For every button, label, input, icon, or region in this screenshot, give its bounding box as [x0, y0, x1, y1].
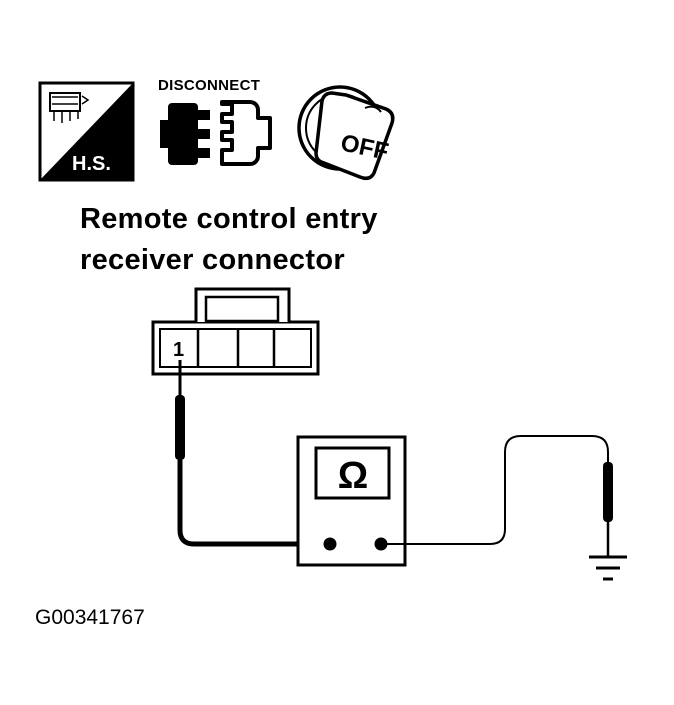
ohmmeter-icon: Ω [296, 435, 407, 567]
test-lead-ground [381, 435, 613, 556]
receiver-connector: 1 [151, 287, 320, 376]
ground-symbol-icon [589, 555, 627, 581]
meter-terminal-left [323, 537, 337, 551]
figure-id: G00341767 [35, 606, 145, 629]
harness-side-icon: H.S. [38, 81, 135, 182]
ignition-key-off-icon: OFF [297, 85, 395, 181]
ohm-symbol: Ω [338, 455, 368, 497]
terminal-1-label: 1 [173, 339, 184, 361]
connector-caption-line-2: receiver connector [80, 244, 345, 276]
harness-side-label: H.S. [72, 153, 111, 175]
connector-disconnect-icon: DISCONNECT [158, 77, 272, 166]
connector-caption-line-1: Remote control entry [80, 203, 378, 235]
disconnect-label: DISCONNECT [158, 77, 260, 94]
test-lead-positive [175, 360, 330, 547]
